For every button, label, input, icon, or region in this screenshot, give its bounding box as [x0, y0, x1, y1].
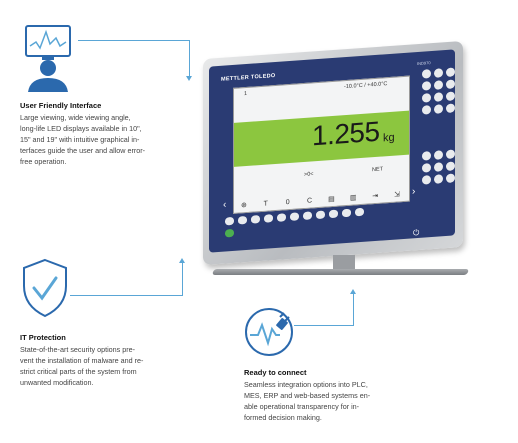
nav-key[interactable]	[446, 173, 455, 184]
function-key[interactable]	[251, 215, 260, 224]
keypad-key[interactable]	[434, 68, 443, 78]
stand-base	[211, 269, 470, 275]
function-key[interactable]	[303, 211, 312, 221]
temperature-range: -10.0°C / +40.0°C	[344, 81, 388, 91]
user-friendly-title: User Friendly Interface	[20, 101, 102, 110]
keypad-key[interactable]	[446, 91, 455, 102]
nav-left-arrow[interactable]: ‹	[223, 199, 227, 211]
keypad-key[interactable]	[434, 80, 443, 90]
connector-connect	[294, 325, 354, 326]
keypad-key[interactable]	[446, 67, 455, 78]
softkey-1[interactable]: ⊕	[237, 198, 251, 213]
keypad-key[interactable]	[446, 79, 455, 90]
nav-key[interactable]	[422, 151, 431, 161]
power-icon[interactable]: ⏻	[413, 227, 420, 238]
navigation-keypad	[422, 149, 455, 185]
connector-user	[78, 40, 190, 41]
terminal-panel: METTLER TOLEDO IND970 1 -10.0°C / +40.0°…	[209, 49, 455, 253]
function-key[interactable]	[277, 213, 286, 222]
keypad-key[interactable]	[434, 92, 443, 102]
nav-key[interactable]	[446, 161, 455, 172]
softkey-4[interactable]: C	[303, 193, 317, 208]
connector-user-drop	[189, 40, 190, 77]
mode-label: NET	[372, 166, 383, 174]
channel-label: 1	[244, 90, 248, 98]
nav-right-arrow[interactable]: ›	[412, 186, 416, 198]
nav-key[interactable]	[434, 174, 443, 184]
softkey-5[interactable]: ▤	[324, 192, 338, 206]
keypad-key[interactable]	[422, 93, 431, 103]
function-key[interactable]	[264, 214, 273, 223]
connector-connect-up	[353, 293, 354, 326]
function-key[interactable]	[225, 216, 234, 226]
connector-connect-arrow	[350, 289, 356, 294]
connector-user-arrow	[186, 76, 192, 81]
numeric-keypad	[422, 67, 455, 115]
pulse-plug-icon	[245, 308, 293, 356]
user-friendly-text: Large viewing, wide viewing angle, long-…	[20, 113, 146, 166]
stand-post	[333, 255, 355, 271]
keypad-key[interactable]	[422, 81, 431, 91]
function-key[interactable]	[355, 207, 364, 217]
function-key[interactable]	[342, 208, 351, 218]
function-key[interactable]	[290, 212, 299, 221]
function-key[interactable]	[238, 215, 247, 225]
keypad-key[interactable]	[422, 105, 431, 115]
weighing-terminal: METTLER TOLEDO IND970 1 -10.0°C / +40.0°…	[203, 40, 466, 266]
softkey-8[interactable]: ⇲	[390, 187, 404, 202]
it-protection-text: State-of-the-art security options pre- v…	[20, 345, 144, 387]
keypad-key[interactable]	[422, 69, 431, 79]
connector-protection	[70, 295, 182, 296]
ready-to-connect-text: Seamless integration options into PLC, M…	[244, 380, 371, 422]
nav-key[interactable]	[434, 150, 443, 160]
model-label: IND970	[417, 60, 431, 67]
function-key[interactable]	[329, 209, 338, 219]
nav-key[interactable]	[446, 149, 455, 160]
terminal-stand	[211, 255, 470, 281]
ready-to-connect-title: Ready to connect	[244, 368, 307, 377]
nav-key[interactable]	[422, 175, 431, 185]
keypad-key[interactable]	[434, 104, 443, 114]
connector-protection-up	[182, 262, 183, 296]
nav-key[interactable]	[434, 162, 443, 172]
function-key-enter[interactable]	[225, 228, 234, 238]
weight-unit: kg	[383, 131, 395, 145]
user-at-monitor-icon	[25, 25, 71, 92]
connector-protection-arrow	[179, 258, 185, 263]
brand-label: METTLER TOLEDO	[221, 72, 276, 83]
softkey-7[interactable]: ⇥	[368, 189, 382, 203]
weight-value: 1.255	[312, 115, 380, 152]
zero-indicator: >0<	[304, 171, 314, 178]
softkey-2[interactable]: T	[259, 196, 273, 211]
softkey-6[interactable]: ▥	[346, 190, 360, 205]
nav-key[interactable]	[422, 163, 431, 173]
keypad-key[interactable]	[446, 103, 455, 114]
shield-check-icon	[23, 258, 67, 318]
softkey-3[interactable]: 0	[281, 195, 295, 210]
it-protection-title: IT Protection	[20, 333, 66, 342]
function-key[interactable]	[316, 210, 325, 220]
